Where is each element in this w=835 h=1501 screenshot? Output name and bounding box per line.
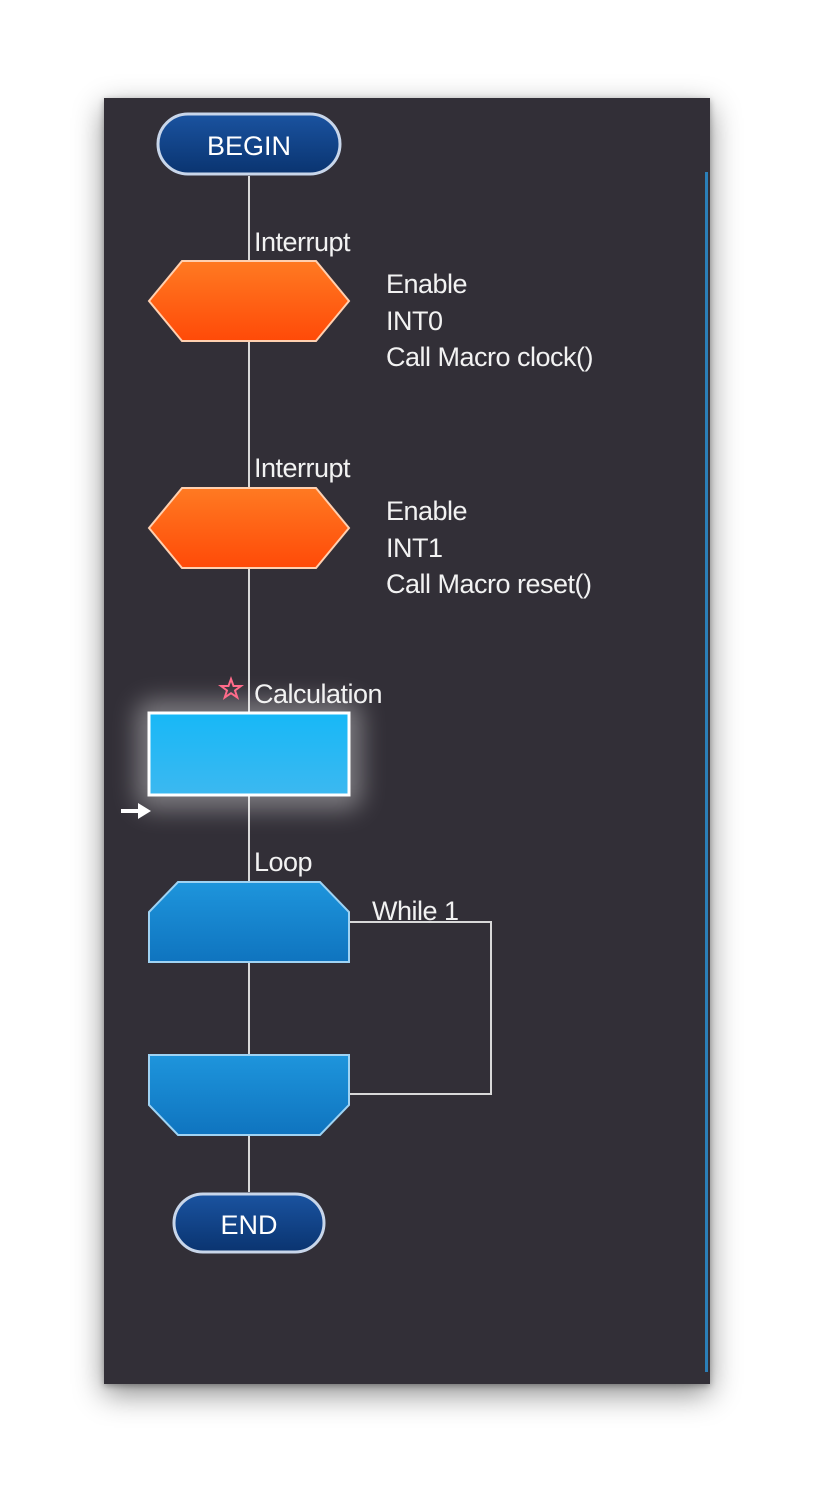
interrupt2-line3: Call Macro reset() bbox=[386, 569, 592, 599]
loop-title: Loop bbox=[254, 847, 312, 877]
calculation-block[interactable] bbox=[147, 711, 351, 797]
calculation-title: Calculation bbox=[254, 679, 382, 709]
begin-label: BEGIN bbox=[207, 131, 291, 161]
loop-condition: While 1 bbox=[372, 896, 459, 926]
loop-start-block[interactable] bbox=[148, 881, 350, 963]
interrupt1-line3: Call Macro clock() bbox=[386, 342, 593, 372]
interrupt1-line2: INT0 bbox=[386, 306, 443, 336]
arrow-right-icon bbox=[121, 803, 151, 819]
star-icon bbox=[218, 676, 244, 700]
interrupt2-line1: Enable bbox=[386, 496, 467, 526]
end-terminator[interactable]: END bbox=[172, 1192, 326, 1254]
interrupt1-line1: Enable bbox=[386, 269, 467, 299]
interrupt2-title: Interrupt bbox=[254, 453, 351, 483]
interrupt2-block[interactable] bbox=[147, 487, 351, 569]
begin-terminator[interactable]: BEGIN bbox=[156, 112, 342, 176]
loop-end-block[interactable] bbox=[148, 1054, 350, 1136]
interrupt2-line2: INT1 bbox=[386, 533, 443, 563]
end-label: END bbox=[220, 1210, 277, 1240]
panel-scroll-edge[interactable] bbox=[705, 172, 708, 1372]
interrupt1-block[interactable] bbox=[147, 260, 351, 342]
interrupt1-title: Interrupt bbox=[254, 227, 351, 257]
loop-return-connector bbox=[349, 921, 492, 1095]
